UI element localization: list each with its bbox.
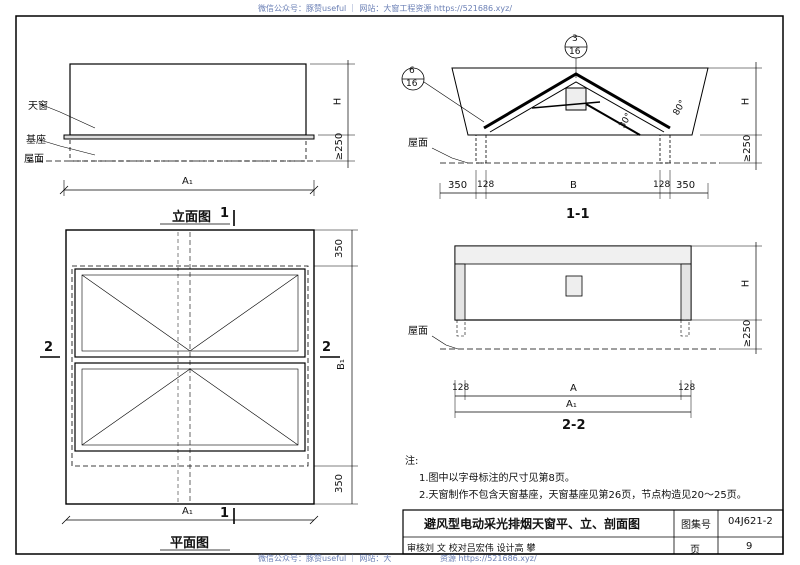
sec22-right-frame <box>680 263 692 321</box>
drawing-title: 避风型电动采光排烟天窗平、立、剖面图 <box>424 517 641 531</box>
elev-dim-a1: A₁ <box>182 176 193 187</box>
sec22-dim-a: A <box>570 383 577 394</box>
elevation-view <box>28 60 355 225</box>
cut-1-bottom: 1 <box>220 506 230 521</box>
base-leader <box>39 139 96 156</box>
sec11-dim-128-right: 128 <box>653 180 671 190</box>
detail-3-num: 3 <box>572 34 578 44</box>
section-2-2 <box>431 242 762 418</box>
elev-dim-h: H <box>332 97 344 106</box>
roof-label-sec11: 屋面 <box>408 138 428 149</box>
skylight-label: 天窗 <box>28 101 48 112</box>
cut-2-right: 2 <box>322 340 332 355</box>
plan-dim-a1: A₁ <box>182 506 193 517</box>
atlas-label: 图集号 <box>681 520 711 531</box>
cut-2-left: 2 <box>44 340 54 355</box>
open-mark-upper <box>81 274 299 352</box>
dim-tick <box>61 515 71 525</box>
section-1-1 <box>401 35 762 199</box>
sec22-base-left <box>456 319 466 337</box>
sec22-dim-128-right: 128 <box>678 383 696 393</box>
detail-3-page: 16 <box>569 47 581 57</box>
atlas-no: 04J621-2 <box>728 516 773 527</box>
sec22-title: 2-2 <box>562 418 586 433</box>
sec11-dim-b: B <box>570 180 577 191</box>
detail-6-num: 6 <box>409 66 415 76</box>
plan-dim-b1: B₁ <box>335 359 347 370</box>
plan-outer <box>65 229 315 505</box>
sec22-base-right <box>680 319 690 337</box>
note-item-2: 2.天窗制作不包含天窗基座，天窗基座见第26页，节点构造见20～25页。 <box>419 490 747 501</box>
sec11-dim-128-left: 128 <box>477 180 495 190</box>
base-post-left <box>475 134 487 164</box>
sec22-dim-h: H <box>740 279 752 288</box>
title-block-frame <box>402 509 784 555</box>
sec11-dim-350-left: 350 <box>448 180 468 191</box>
sash-arms-inner <box>489 81 665 133</box>
sec11-dim-h: H <box>740 97 752 106</box>
sheet-border <box>15 15 784 555</box>
plan-dim-350-top: 350 <box>334 238 346 259</box>
detail-leader <box>423 81 485 123</box>
roof-label-sec22: 屋面 <box>408 326 428 337</box>
sec22-dim-250: ≥250 <box>742 319 754 348</box>
sec11-dim-350-right: 350 <box>676 180 696 191</box>
sec22-left-frame <box>454 263 466 321</box>
detail-6-page: 16 <box>406 79 418 89</box>
actuator-arm <box>585 103 641 136</box>
elev-title: 立面图 <box>172 210 212 225</box>
dim-tick <box>309 515 319 525</box>
roof-label-elev: 屋面 <box>24 154 44 165</box>
roof-leader <box>431 147 469 164</box>
elev-dim-250: ≥250 <box>334 132 346 161</box>
review-row: 审核刘 文 校对吕宏伟 设计高 攀 <box>407 544 536 554</box>
page-label: 页 <box>690 545 700 556</box>
notes: 注: 1.图中以字母标注的尺寸见第8页。 2.天窗制作不包含天窗基座，天窗基座见… <box>405 453 747 504</box>
sec22-dim-128-left: 128 <box>452 383 470 393</box>
sec11-title: 1-1 <box>566 207 590 222</box>
page-no: 9 <box>746 541 753 552</box>
dim-tick <box>309 185 319 195</box>
skylight-leader <box>39 103 96 129</box>
sec11-dim-250: ≥250 <box>742 134 754 163</box>
base-dashed <box>69 138 307 162</box>
cut-1-top: 1 <box>220 206 230 221</box>
sec22-dim-a1: A₁ <box>566 399 577 410</box>
watermark-bottom-right: 资源 https://521686.xyz/ <box>440 554 537 563</box>
skylight-body <box>69 63 307 136</box>
roof-leader <box>431 335 459 350</box>
plan-view <box>40 210 358 551</box>
support-bar <box>531 101 601 109</box>
watermark-top: 微信公众号：豚赞useful ｜ 网站：大窗工程资源 https://52168… <box>258 4 513 13</box>
sec22-actuator <box>565 275 583 297</box>
base-label: 基座 <box>26 135 46 146</box>
note-item-1: 1.图中以字母标注的尺寸见第8页。 <box>419 473 575 484</box>
actuator <box>565 87 587 111</box>
plan-dim-350-bottom: 350 <box>334 473 346 494</box>
base-post-right <box>659 134 671 164</box>
notes-heading: 注: <box>405 456 419 467</box>
skylight-flange <box>63 134 315 140</box>
watermark-bottom-left: 微信公众号：豚赞useful ｜ 网站：大 <box>258 554 392 563</box>
dim-tick <box>59 185 69 195</box>
plan-title: 平面图 <box>170 536 210 551</box>
sec22-top-frame <box>454 245 692 265</box>
title-block <box>402 509 784 555</box>
